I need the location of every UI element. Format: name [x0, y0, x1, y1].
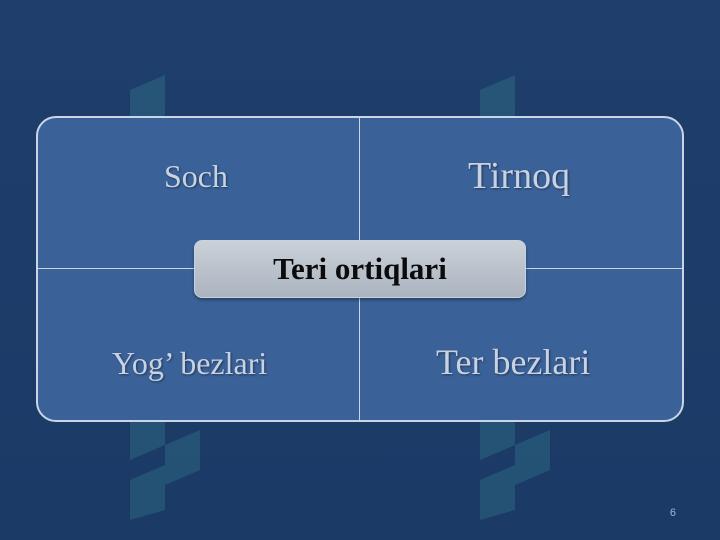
page-number: 6: [669, 507, 676, 519]
quadrant-label-tirnoq: Tirnoq: [468, 155, 571, 197]
quadrant-label-yog-bezlari: Yog’ bezlari: [112, 345, 268, 381]
quadrant-label-ter-bezlari: Ter bezlari: [436, 342, 591, 382]
quadrant-bottom-right: Ter bezlari: [360, 269, 682, 420]
quadrant-bottom-left: Yog’ bezlari: [38, 269, 360, 420]
center-label: Teri ortiqlari: [273, 251, 447, 286]
quadrant-label-soch: Soch: [164, 158, 228, 194]
center-label-box: Teri ortiqlari: [194, 240, 526, 298]
